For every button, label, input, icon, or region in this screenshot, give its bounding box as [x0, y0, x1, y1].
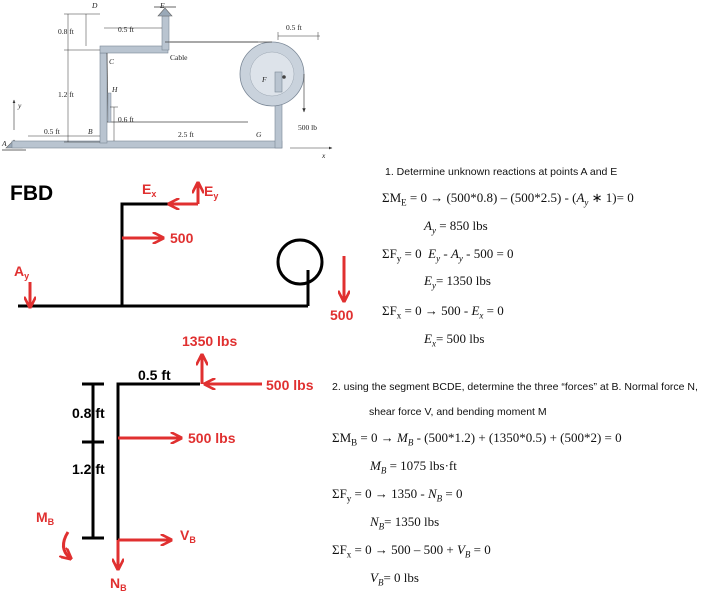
eq-ay-result: Ay = 850 lbs — [424, 218, 488, 236]
ay-label: Ay — [14, 263, 29, 281]
fbd2-frame — [116, 382, 200, 540]
dim-08-label: 0.8 ft — [72, 405, 105, 421]
ex-label: Ex — [142, 181, 156, 199]
dim-0-5-ft-top: 0.5 ft — [118, 25, 135, 34]
cable-label: Cable — [170, 53, 188, 62]
dim-2-5-ft: 2.5 ft — [178, 130, 195, 139]
label-e: E — [159, 1, 165, 10]
label-g: G — [256, 130, 262, 139]
eq-sum-fx-2: ΣFx = 0 → 500 – 500 + VB = 0 — [332, 542, 491, 560]
dimension-lines — [28, 13, 320, 143]
fbd1-pulley — [276, 238, 324, 286]
structure-figure: D E C H B A F G y x 0.8 ft 1.2 ft 0.5 ft… — [0, 0, 355, 160]
eq-moment-b: ΣMB = 0 → MB - (500*1.2) + (1350*0.5) + … — [332, 430, 622, 448]
step1-heading: 1. Determine unknown reactions at points… — [385, 166, 618, 178]
label-b: B — [88, 127, 93, 136]
eq-vb-result: VB= 0 lbs — [370, 570, 419, 588]
eq-moment-e: ΣME = 0 → (500*0.8) – (500*2.5) - (Ay ∗ … — [382, 190, 634, 208]
eq-ex-result: Ex= 500 lbs — [424, 331, 485, 349]
fbd2-dimensions — [82, 382, 104, 540]
ey-label: Ey — [204, 183, 218, 201]
dim-1-2-ft: 1.2 ft — [58, 90, 75, 99]
dim-0-8-ft: 0.8 ft — [58, 27, 75, 36]
hanger-e — [161, 15, 170, 51]
dim-12-label: 1.2 ft — [72, 461, 105, 477]
label-x: x — [321, 151, 326, 160]
eq-sum-fx: ΣFx = 0 → 500 - Ex = 0 — [382, 303, 504, 321]
f1350-label: 1350 lbs — [182, 333, 237, 349]
step2-heading-cont: shear force V, and bending moment M — [369, 406, 547, 418]
ceiling-support-e — [154, 6, 176, 17]
dim-0-5-ft-right: 0.5 ft — [286, 23, 303, 32]
load-label: 500 lb — [298, 123, 317, 132]
label-c: C — [109, 57, 115, 66]
f500-top-label: 500 lbs — [266, 377, 314, 393]
step2-heading: 2. using the segment BCDE, determine the… — [332, 381, 698, 393]
vb-label: VB — [180, 527, 196, 545]
f500-mid-label: 500 — [170, 230, 194, 246]
dim-05-label: 0.5 ft — [138, 367, 171, 383]
label-a: A — [1, 139, 7, 148]
eq-sum-fy: ΣFy = 0 Ey - Ay - 500 = 0 — [382, 246, 514, 264]
dim-0-5-ft-left: 0.5 ft — [44, 127, 61, 136]
eq-sum-fy-2: ΣFy = 0 → 1350 - NB = 0 — [332, 486, 463, 504]
mb-label: MB — [36, 509, 55, 527]
beam-ag — [11, 140, 283, 149]
f500-mid2-label: 500 lbs — [188, 430, 236, 446]
f500-bottom-label: 500 — [330, 307, 354, 323]
arm-ce — [99, 45, 169, 54]
moment-mb-arrow — [63, 531, 70, 558]
fbd-segment-bcde: 1350 lbs 0.5 ft 500 lbs 0.8 ft 500 lbs 1… — [36, 333, 314, 593]
fbd-whole-structure: FBD Ex Ey 500 Ay 500 — [10, 181, 354, 323]
dim-0-6-ft: 0.6 ft — [118, 115, 135, 124]
eq-ey-result: Ey= 1350 lbs — [424, 273, 491, 291]
nb-label: NB — [110, 575, 127, 593]
fbd-title: FBD — [10, 182, 53, 205]
label-f: F — [261, 75, 267, 84]
label-y: y — [17, 101, 22, 110]
eq-mb-result: MB = 1075 lbs·ft — [370, 458, 457, 476]
label-d: D — [91, 1, 98, 10]
post-bc — [99, 52, 108, 144]
post-h — [107, 92, 112, 123]
label-h: H — [111, 85, 118, 94]
eq-nb-result: NB= 1350 lbs — [370, 514, 440, 532]
